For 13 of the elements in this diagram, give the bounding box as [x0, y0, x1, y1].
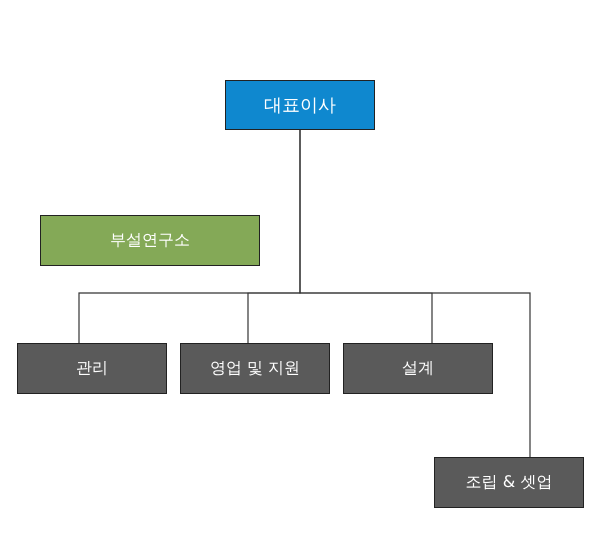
- department-box: [434, 457, 584, 508]
- unit-name: 설계: [402, 358, 434, 379]
- unit-name: 영업 및 지원: [210, 358, 300, 379]
- connector-line: [299, 130, 531, 457]
- unit-name: 조립 & 셋업: [466, 472, 552, 493]
- lab-box: [40, 215, 260, 266]
- department-box: [343, 343, 493, 394]
- unit-name: 부설연구소: [110, 230, 190, 251]
- unit-name: 대표이사: [264, 94, 336, 117]
- department-box: [17, 343, 167, 394]
- unit-name: 관리: [76, 358, 108, 379]
- ceo-box: [225, 80, 375, 130]
- department-box: [180, 343, 330, 394]
